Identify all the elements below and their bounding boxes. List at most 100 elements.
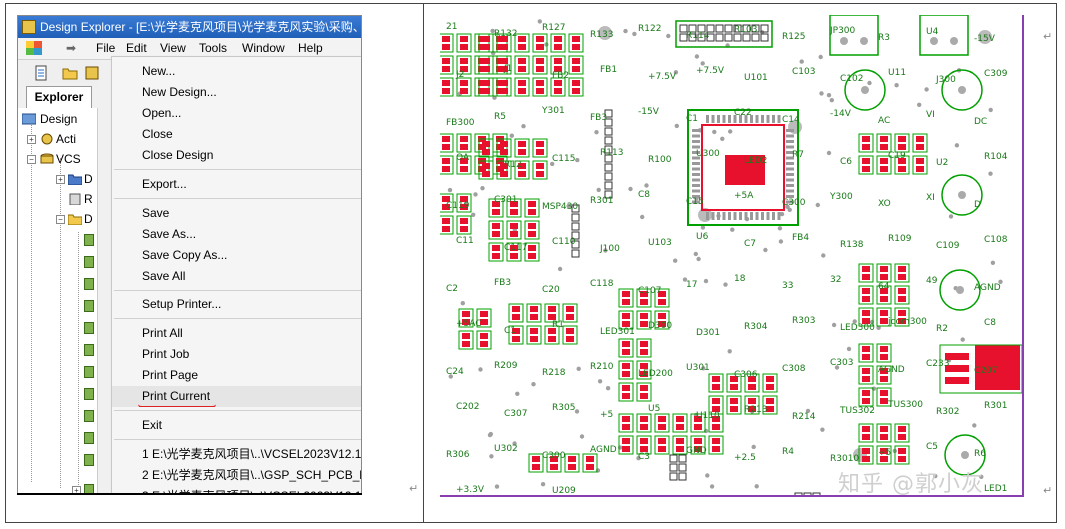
menu-item-save-as[interactable]: Save As... bbox=[142, 227, 197, 241]
open-folder-icon[interactable] bbox=[62, 65, 78, 81]
header-pin bbox=[688, 24, 697, 33]
document-icon[interactable] bbox=[84, 278, 94, 290]
collapse-icon[interactable]: − bbox=[56, 215, 65, 224]
pcb-silkscreen-label: R306 bbox=[446, 450, 470, 460]
menu-item-print-job[interactable]: Print Job bbox=[142, 347, 190, 361]
pcb-silkscreen-label: LED200 bbox=[638, 369, 673, 379]
component-outline bbox=[506, 220, 522, 240]
qfp-pin bbox=[692, 167, 700, 171]
pcb-silkscreen-label: R103 bbox=[734, 25, 757, 35]
menu-item-save-copy-as[interactable]: Save Copy As... bbox=[142, 248, 228, 262]
component-outline bbox=[762, 373, 778, 393]
component-outline bbox=[524, 242, 540, 262]
menu-tools[interactable]: Tools bbox=[199, 41, 228, 55]
pcb-silkscreen-label: VI bbox=[926, 110, 935, 120]
menu-item-print-all[interactable]: Print All bbox=[142, 326, 183, 340]
new-document-icon[interactable] bbox=[34, 65, 50, 81]
pcb-silkscreen-label: C5 bbox=[926, 442, 938, 452]
board-edge bbox=[1022, 15, 1024, 497]
tab-explorer[interactable]: Explorer bbox=[26, 86, 92, 108]
document-icon[interactable] bbox=[84, 256, 94, 268]
qfp-pin bbox=[722, 115, 726, 123]
smd-pad bbox=[442, 144, 450, 150]
component-outline bbox=[636, 310, 652, 330]
header-pin bbox=[706, 24, 715, 33]
menu-item-print-current[interactable]: Print Current bbox=[112, 386, 361, 407]
component-outline bbox=[858, 343, 874, 363]
smd-pad bbox=[480, 341, 488, 347]
smd-pad bbox=[550, 456, 558, 462]
document-icon[interactable] bbox=[84, 388, 94, 400]
document-icon[interactable] bbox=[84, 410, 94, 422]
header-pin bbox=[706, 33, 715, 42]
smd-pad bbox=[694, 446, 702, 452]
component-outline bbox=[894, 423, 910, 443]
menu-item-open[interactable]: Open... bbox=[142, 106, 182, 120]
menu-help[interactable]: Help bbox=[298, 41, 323, 55]
expand-icon[interactable]: + bbox=[72, 486, 81, 494]
via bbox=[694, 54, 700, 59]
component-outline bbox=[476, 308, 492, 328]
menu-item-new[interactable]: New... bbox=[142, 64, 176, 78]
menu-item-new-design[interactable]: New Design... bbox=[142, 85, 217, 99]
component-outline bbox=[654, 310, 670, 330]
menu-item-setup-printer[interactable]: Setup Printer... bbox=[142, 297, 222, 311]
document-icon[interactable] bbox=[84, 432, 94, 444]
menu-item-close-design[interactable]: Close Design bbox=[142, 148, 214, 162]
document-icon[interactable] bbox=[84, 300, 94, 312]
menu-window[interactable]: Window bbox=[242, 41, 285, 55]
smd-pad bbox=[622, 393, 630, 399]
component-outline bbox=[496, 160, 512, 180]
component-outline bbox=[532, 138, 548, 158]
menu-item-recent-2[interactable]: 2 E:\光学麦克风项目\..\GSP_SCH_PCB_lib2023 bbox=[142, 468, 362, 482]
menu-item-recent-1[interactable]: 1 E:\光学麦克风项目\..\VCSEL2023V12.1.Ddb bbox=[142, 447, 362, 461]
pcb-silkscreen-label: +5AC bbox=[456, 319, 482, 329]
document-icon[interactable] bbox=[84, 234, 94, 246]
qfp-pin bbox=[786, 167, 794, 171]
smd-pad bbox=[880, 288, 888, 294]
folder-icon bbox=[68, 174, 82, 185]
document-icon[interactable] bbox=[84, 484, 94, 494]
menu-item-close[interactable]: Close bbox=[142, 127, 173, 141]
menu-item-save[interactable]: Save bbox=[142, 206, 170, 220]
menu-file[interactable]: File bbox=[96, 41, 116, 55]
via bbox=[487, 432, 493, 438]
menu-edit[interactable]: Edit bbox=[126, 41, 147, 55]
collapse-icon[interactable]: − bbox=[27, 155, 36, 164]
save-icon[interactable] bbox=[84, 65, 100, 81]
smd-pad bbox=[530, 314, 538, 320]
menu-item-recent-3[interactable]: 3 E:\光学麦克风项目\..\VCSEL2023V12.1.Ddb bbox=[112, 486, 361, 494]
smd-pad bbox=[862, 448, 870, 454]
pcb-silkscreen-label: C7 bbox=[744, 239, 756, 249]
component-outline bbox=[544, 325, 560, 345]
menu-item-export[interactable]: Export... bbox=[142, 177, 187, 191]
menu-item-save-all[interactable]: Save All bbox=[142, 269, 186, 283]
smd-pad bbox=[880, 448, 888, 454]
header-pin bbox=[571, 222, 580, 231]
document-icon[interactable] bbox=[84, 344, 94, 356]
document-icon[interactable] bbox=[84, 322, 94, 334]
component-outline bbox=[894, 133, 910, 153]
expand-icon[interactable]: + bbox=[56, 175, 65, 184]
menu-separator bbox=[114, 290, 361, 291]
electrolytic-cap bbox=[844, 69, 886, 111]
smd-pad bbox=[482, 171, 490, 177]
menu-item-exit[interactable]: Exit bbox=[142, 418, 163, 432]
back-arrow-icon[interactable]: ➡ bbox=[66, 41, 77, 55]
app-menu-icon[interactable] bbox=[26, 41, 42, 55]
menu-item-print-page[interactable]: Print Page bbox=[142, 368, 199, 382]
via bbox=[575, 157, 580, 163]
smd-pad bbox=[554, 88, 562, 94]
qfp-pin bbox=[755, 212, 759, 220]
header-pin bbox=[571, 213, 580, 222]
menu-view[interactable]: View bbox=[160, 41, 186, 55]
qfp-pin bbox=[786, 200, 794, 204]
document-icon[interactable] bbox=[84, 366, 94, 378]
qfp-pin bbox=[772, 212, 775, 220]
expand-icon[interactable]: + bbox=[27, 135, 36, 144]
header-pin bbox=[760, 24, 769, 33]
pcb-silkscreen-label: C110 bbox=[552, 237, 576, 247]
via bbox=[819, 91, 824, 96]
document-icon[interactable] bbox=[84, 454, 94, 466]
